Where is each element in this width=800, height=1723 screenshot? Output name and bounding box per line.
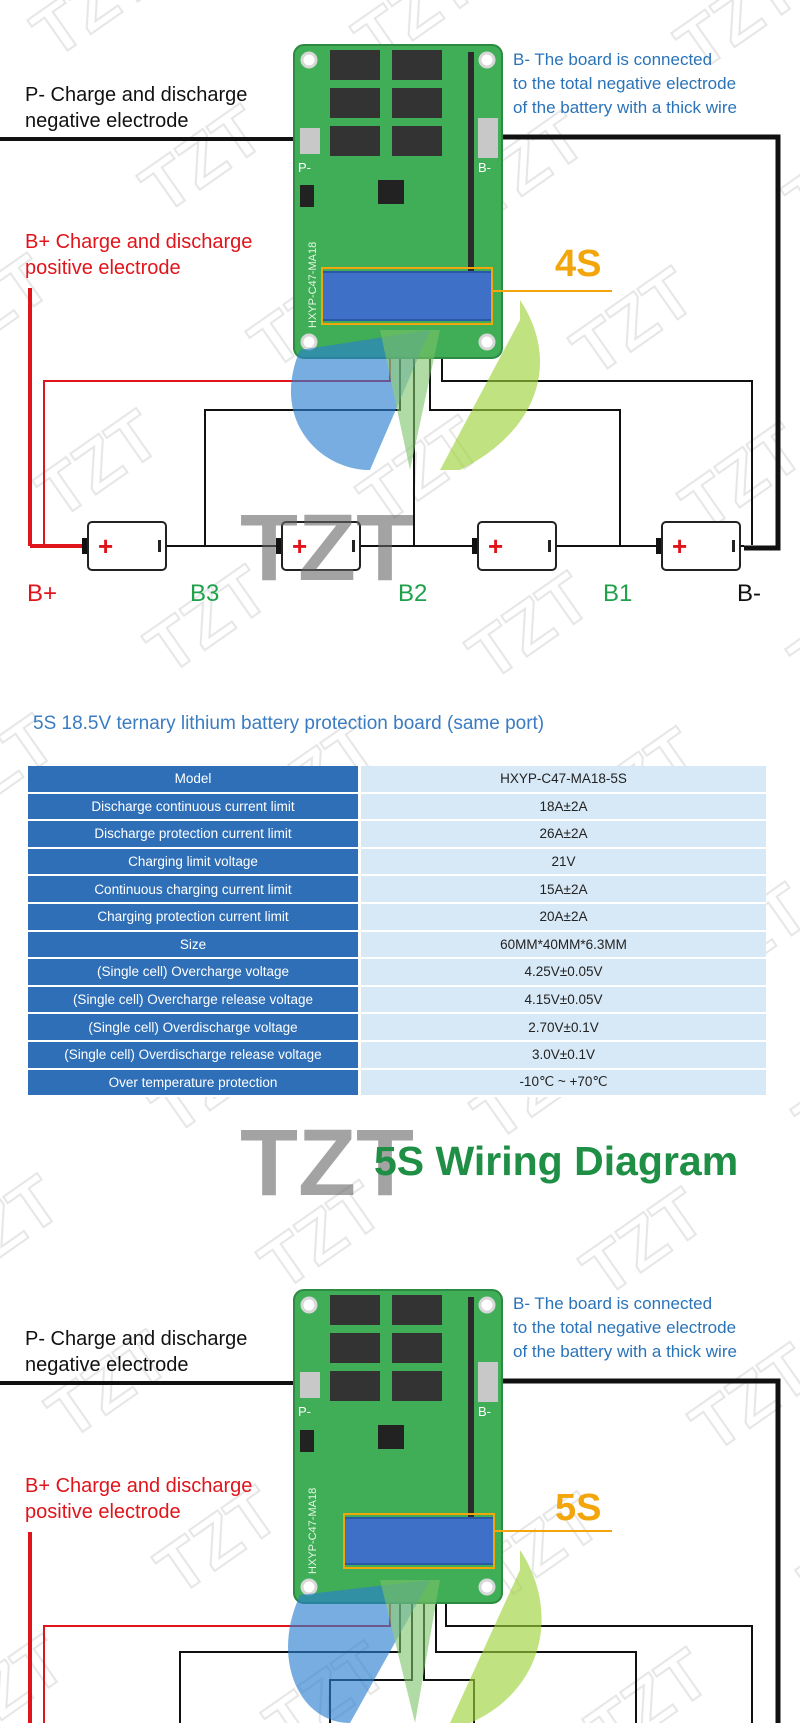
p-label-5s-line1: P- Charge and discharge [25,1328,248,1350]
spec-value: 2.70V±0.1V [358,1013,766,1042]
wiring-title-5s: 5S Wiring Diagram [374,1138,739,1184]
p-label-line2: negative electrode [25,110,189,132]
spec-key: Discharge protection current limit [28,820,360,849]
board-silk-4s: HXYP-C47-MA18 [307,242,319,328]
p-label-line1: P- Charge and discharge [25,84,248,106]
cell-label-b2: B2 [398,580,428,607]
bminus-label-5s-line2: to the total negative electrode [513,1318,737,1337]
spec-value: 4.15V±0.05V [358,985,766,1015]
bplus-label-line2: positive electrode [25,257,181,279]
bminus-label-5s-line3: of the battery with a thick wire [513,1342,737,1361]
bminus-label-line1: B- The board is connected [513,50,713,69]
diagram-4s-wires [0,134,781,551]
pcb-board-4s: HXYP-C47-MA18 P- B- [293,44,503,359]
spec-value: 20A±2A [358,902,766,932]
board-pad-p-4s: P- [298,160,311,175]
cell-label-b3: B3 [190,580,220,607]
spec-value: 3.0V±0.1V [358,1040,766,1070]
spec-value: 15A±2A [358,875,766,904]
spec-value: 21V [358,847,766,877]
series-label-4s: 4S [555,243,602,285]
svg-text:+: + [98,531,113,561]
tzt-logo [288,1550,542,1723]
cell-label-bminus: B- [737,580,761,607]
series-label-5s: 5S [555,1487,602,1529]
spec-key: (Single cell) Overcharge release voltage [28,985,360,1015]
spec-value: 60MM*40MM*6.3MM [358,930,766,960]
svg-text:TZT: TZT [240,495,414,601]
spec-key: Discharge continuous current limit [28,792,360,822]
spec-key: Charging limit voltage [28,847,360,877]
board-pad-b-5s: B- [478,1404,491,1419]
spec-value: -10℃ ~ +70℃ [358,1068,766,1098]
spec-key: Model [28,766,360,794]
board-pad-b-4s: B- [478,160,491,175]
p-label-5s-line2: negative electrode [25,1354,189,1376]
bplus-label-5s-line2: positive electrode [25,1501,181,1523]
bminus-label-line2: to the total negative electrode [513,74,737,93]
bminus-label-5s-line1: B- The board is connected [513,1294,713,1313]
spec-value: 26A±2A [358,820,766,849]
bplus-label-line1: B+ Charge and discharge [25,231,253,253]
battery-cell: + [276,521,361,571]
tzt-logo: TZT [240,300,540,601]
svg-text:+: + [672,531,687,561]
battery-cell: + [472,521,557,571]
spec-key: (Single cell) Overcharge voltage [28,958,360,987]
battery-cell: + [656,521,741,571]
bminus-label-line3: of the battery with a thick wire [513,98,737,117]
spec-key: Charging protection current limit [28,902,360,932]
svg-text:+: + [292,531,307,561]
svg-text:TZT: TZT [240,1110,414,1216]
bplus-label-5s-line1: B+ Charge and discharge [25,1475,253,1497]
spec-key: Size [28,930,360,960]
board-silk-5s: HXYP-C47-MA18 [307,1488,319,1574]
spec-value: 18A±2A [358,792,766,822]
spec-key: Continuous charging current limit [28,875,360,904]
svg-text:+: + [488,531,503,561]
spec-value: 4.25V±0.05V [358,958,766,987]
table-row: (Single cell) Overcharge release voltage… [28,985,766,1015]
spec-title: 5S 18.5V ternary lithium battery protect… [33,713,545,734]
spec-key: (Single cell) Overdischarge voltage [28,1013,360,1042]
cell-label-b1: B1 [603,580,633,607]
pcb-board-5s: HXYP-C47-MA18 P- B- [293,1289,503,1604]
spec-value: HXYP-C47-MA18-5S [358,766,766,794]
table-row: (Single cell) Overdischarge release volt… [28,1040,766,1070]
spec-key: Over temperature protection [28,1068,360,1098]
board-pad-p-5s: P- [298,1404,311,1419]
cell-label-bplus: B+ [27,580,58,607]
battery-cell: + [82,521,167,571]
spec-key: (Single cell) Overdischarge release volt… [28,1040,360,1070]
table-row: Over temperature protection-10℃ ~ +70℃ [28,1068,766,1098]
